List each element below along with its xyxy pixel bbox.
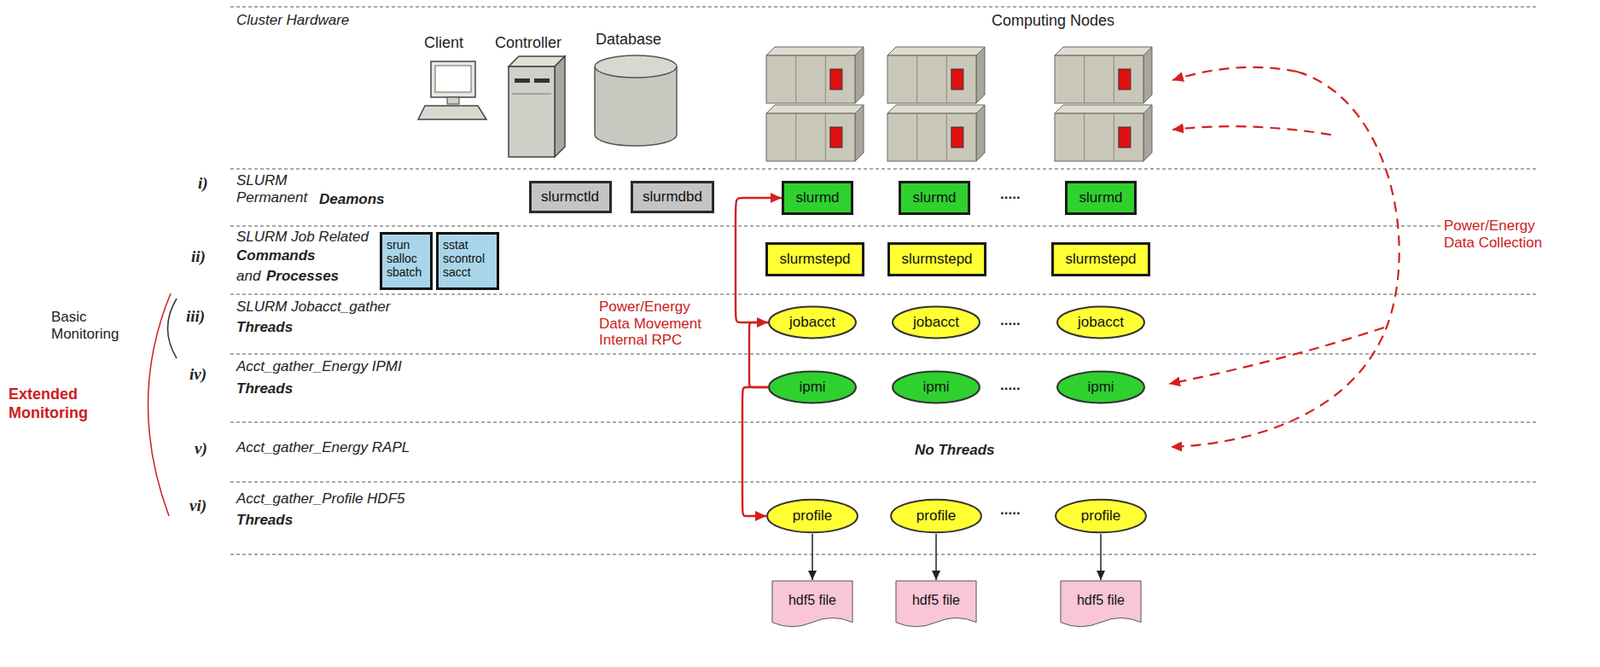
file-shape: hdf5 file [895, 580, 978, 634]
label: vi) [187, 496, 209, 517]
command-box: srun salloc sbatch [379, 232, 433, 291]
energy-collection-arrows [1169, 67, 1400, 448]
process-box: slurmstepd [887, 242, 987, 277]
node-text: slurmstepd [779, 250, 850, 268]
label: SLURM Permanent [234, 172, 324, 208]
thread-ellipse: jobacct [1056, 305, 1146, 340]
label: ..... [998, 501, 1023, 519]
label: ..... [998, 312, 1023, 330]
label: Acct_gather_Energy IPMI [234, 358, 404, 376]
label: v) [192, 439, 210, 460]
node-text: slurmd [912, 189, 956, 207]
client-icon [418, 61, 487, 120]
node-text: slurmstepd [1064, 250, 1136, 268]
command-box: sstat scontrol sacct [436, 232, 500, 291]
node-text: ipmi [922, 378, 949, 396]
thread-ellipse: profile [766, 498, 859, 535]
compute-node-icon [887, 46, 985, 104]
compute-node-icon [766, 46, 864, 104]
thread-ellipse: ipmi [768, 370, 857, 405]
connector [1099, 534, 1102, 581]
compute-node-icon [766, 104, 864, 162]
process-box: slurmstepd [1051, 242, 1151, 277]
label: SLURM Jobacct_gather [234, 298, 392, 316]
label: Acct_gather_Profile HDF5 [234, 490, 407, 508]
label: and [234, 267, 262, 286]
node-text: sstat scontrol sacct [442, 238, 485, 280]
thread-ellipse: jobacct [891, 305, 981, 340]
node-text: slurmd [795, 189, 839, 207]
label: Threads [234, 512, 295, 530]
node-text: slurmd [1078, 189, 1123, 207]
process-box: slurmstepd [765, 242, 865, 277]
label: i) [196, 174, 210, 194]
node-text: slurmdbd [642, 188, 703, 206]
daemon-box: slurmd [1064, 180, 1137, 216]
thread-ellipse: profile [1054, 498, 1147, 535]
label: ..... [998, 377, 1023, 395]
label: iv) [187, 365, 209, 385]
node-text: profile [792, 507, 832, 525]
connector [935, 534, 937, 581]
label: ..... [998, 186, 1023, 204]
label: Commands [234, 247, 318, 265]
node-text: hdf5 file [788, 593, 837, 609]
database-icon [594, 55, 677, 146]
compute-node-icon [887, 104, 985, 162]
label: No Threads [913, 442, 997, 460]
thread-ellipse: profile [890, 498, 983, 535]
node-text: jobacct [913, 314, 960, 332]
file-shape: hdf5 file [1059, 580, 1142, 634]
node-text: srun salloc sbatch [386, 238, 422, 280]
row-separators [230, 6, 1536, 555]
daemon-box: slurmdbd [630, 180, 715, 214]
label: SLURM Job Related [234, 228, 371, 246]
compute-node-icon [1054, 104, 1152, 162]
connector [742, 387, 768, 517]
label: Controller [493, 34, 564, 53]
node-text: slurmctld [541, 188, 600, 206]
controller-icon [508, 56, 565, 158]
label: Threads [234, 319, 295, 337]
label: iii) [184, 307, 207, 327]
thread-ellipse: ipmi [891, 370, 981, 405]
label: Power/Energy Data Collection [1442, 217, 1566, 251]
label: Cluster Hardware [234, 11, 351, 30]
label: Power/Energy Data Movement Internal RPC [597, 298, 721, 350]
thread-ellipse: jobacct [768, 305, 857, 340]
label: Processes [264, 267, 341, 286]
label: Client [422, 34, 466, 53]
label: Computing Nodes [989, 11, 1117, 31]
node-text: profile [916, 507, 956, 525]
label: Threads [234, 380, 295, 398]
daemon-box: slurmctld [529, 180, 612, 214]
node-text: jobacct [1077, 314, 1124, 332]
node-text: profile [1081, 507, 1121, 525]
label: Extended Monitoring [6, 385, 113, 423]
node-text: hdf5 file [1076, 593, 1125, 609]
label: Acct_gather_Energy RAPL [234, 439, 412, 457]
file-shape: hdf5 file [771, 580, 854, 634]
label: Basic Monitoring [49, 308, 139, 344]
node-text: slurmstepd [901, 250, 972, 268]
label: Deamons [317, 191, 387, 209]
node-text: ipmi [798, 378, 826, 396]
label: ii) [189, 247, 208, 268]
connector [811, 534, 814, 581]
compute-node-icon [1054, 46, 1152, 104]
node-text: hdf5 file [912, 593, 960, 609]
daemon-box: slurmd [898, 180, 971, 216]
node-text: jobacct [789, 314, 836, 332]
node-text: ipmi [1087, 378, 1114, 396]
monitoring-brackets [147, 293, 177, 517]
daemon-box: slurmd [781, 180, 854, 216]
computing-nodes-icons [766, 46, 1152, 162]
connector [749, 322, 768, 388]
thread-ellipse: ipmi [1056, 370, 1146, 405]
label: Database [593, 30, 664, 50]
